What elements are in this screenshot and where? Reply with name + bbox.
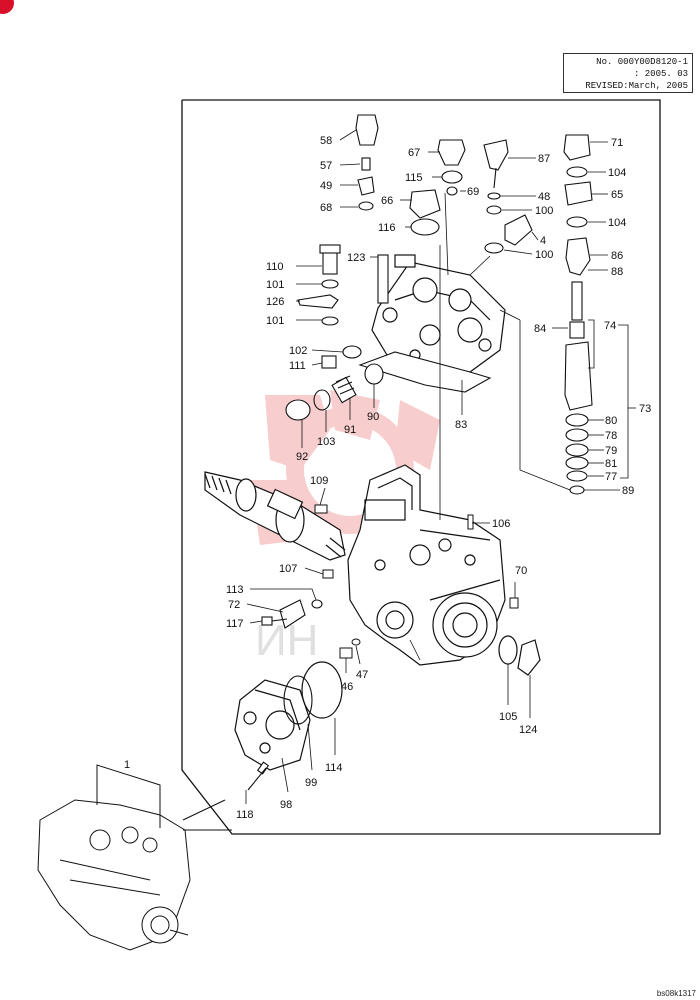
label-117: 117 xyxy=(226,618,244,630)
label-100b: 100 xyxy=(535,249,553,261)
label-4: 4 xyxy=(540,235,546,247)
reference-code: bs08k1317 xyxy=(656,989,696,998)
label-91: 91 xyxy=(344,424,356,436)
label-102: 102 xyxy=(289,345,307,357)
label-67: 67 xyxy=(408,147,420,159)
valve-parts-left xyxy=(355,114,379,211)
screw-46 xyxy=(339,638,361,659)
label-57: 57 xyxy=(320,160,332,172)
label-88: 88 xyxy=(611,266,623,278)
document-number: No. 000Y00D8120-1 xyxy=(596,57,688,67)
label-84: 84 xyxy=(534,323,546,335)
document-revised: REVISED:March, 2005 xyxy=(585,81,688,91)
bolt-118 xyxy=(247,761,270,791)
label-126: 126 xyxy=(266,296,284,308)
label-114: 114 xyxy=(325,762,343,774)
washer-105 xyxy=(498,635,518,665)
label-77: 77 xyxy=(605,471,617,483)
part-number-labels: 58 57 49 68 67 115 69 66 116 87 48 100 4… xyxy=(124,135,651,821)
pump-housing xyxy=(347,464,506,666)
label-49: 49 xyxy=(320,180,332,192)
thumbnail-link-line xyxy=(182,799,226,821)
label-70: 70 xyxy=(515,565,527,577)
gasket xyxy=(358,351,492,393)
label-104b: 104 xyxy=(608,217,626,229)
label-65: 65 xyxy=(611,189,623,201)
o-ring-114 xyxy=(301,661,343,719)
label-111: 111 xyxy=(289,360,306,372)
nut-124 xyxy=(517,639,541,676)
label-92: 92 xyxy=(296,451,308,463)
label-110: 110 xyxy=(266,261,284,273)
label-58: 58 xyxy=(320,135,332,147)
label-100a: 100 xyxy=(535,205,553,217)
label-68: 68 xyxy=(320,202,332,214)
o-ring-99 xyxy=(283,675,313,725)
label-89: 89 xyxy=(622,485,634,497)
label-86: 86 xyxy=(611,250,623,262)
document-info-box: No. 000Y00D8120-1 : 2005. 03 REVISED:Mar… xyxy=(563,53,693,93)
label-48: 48 xyxy=(538,191,550,203)
label-123: 123 xyxy=(347,252,365,264)
label-66: 66 xyxy=(381,195,393,207)
label-99: 99 xyxy=(305,777,317,789)
label-98: 98 xyxy=(280,799,292,811)
label-83: 83 xyxy=(455,419,467,431)
document-date: : 2005. 03 xyxy=(633,69,688,79)
label-124: 124 xyxy=(519,724,537,736)
label-1: 1 xyxy=(124,759,130,771)
label-78: 78 xyxy=(605,430,617,442)
label-101a: 101 xyxy=(266,279,284,291)
leader-lines xyxy=(245,129,636,804)
label-103: 103 xyxy=(317,436,335,448)
label-72: 72 xyxy=(228,599,240,611)
corner-badge xyxy=(0,0,14,14)
feed-pump-parts xyxy=(285,345,384,421)
label-115: 115 xyxy=(405,172,423,184)
stop-plate xyxy=(261,599,323,629)
plug-70 xyxy=(509,597,519,609)
thumbnail-callout xyxy=(96,764,161,828)
label-101b: 101 xyxy=(266,315,284,327)
plunger-assembly xyxy=(563,134,593,495)
label-90: 90 xyxy=(367,411,379,423)
diagram-frame xyxy=(181,99,661,835)
label-113: 113 xyxy=(226,584,244,596)
key-109 xyxy=(314,504,328,514)
label-79: 79 xyxy=(605,445,617,457)
drive-shaft xyxy=(204,471,346,561)
valve-parts-center xyxy=(409,139,466,236)
valve-parts-right xyxy=(483,139,533,254)
label-74: 74 xyxy=(604,320,616,332)
governor-housing xyxy=(234,679,311,771)
label-109: 109 xyxy=(310,475,328,487)
label-118: 118 xyxy=(236,809,254,821)
label-73: 73 xyxy=(639,403,651,415)
label-71: 71 xyxy=(611,137,623,149)
pin-106 xyxy=(467,514,474,530)
label-116: 116 xyxy=(378,222,396,234)
label-80: 80 xyxy=(605,415,617,427)
label-87: 87 xyxy=(538,153,550,165)
label-107: 107 xyxy=(279,563,297,575)
delivery-valve-housing xyxy=(371,254,506,379)
label-106: 106 xyxy=(492,518,510,530)
label-81: 81 xyxy=(605,458,617,470)
key-107 xyxy=(322,569,334,579)
label-46: 46 xyxy=(341,681,353,693)
label-47: 47 xyxy=(356,669,368,681)
pump-assembly-thumbnail xyxy=(37,799,191,951)
label-104a: 104 xyxy=(608,167,626,179)
label-69: 69 xyxy=(467,186,479,198)
label-105: 105 xyxy=(499,711,517,723)
